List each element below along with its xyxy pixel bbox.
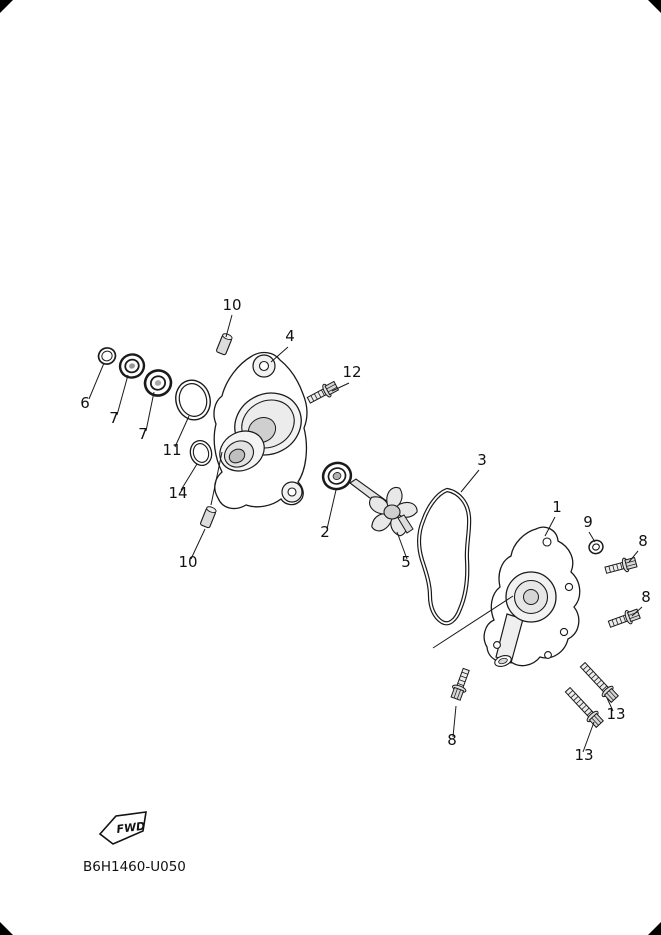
callout-10-bottom[interactable]: 10 <box>178 553 197 571</box>
o-ring-small <box>189 439 213 467</box>
bearing-upper <box>118 353 146 379</box>
fwd-marker: FWD <box>98 811 147 845</box>
callout-13-upper[interactable]: 13 <box>606 705 625 723</box>
cover-hole-right-upper <box>564 582 574 592</box>
callout-7-lower[interactable]: 7 <box>138 425 148 443</box>
cover-dome-hub <box>523 589 539 605</box>
callout-8-right-upper[interactable]: 8 <box>638 532 648 550</box>
callout-5[interactable]: 5 <box>401 553 411 571</box>
flange-bolt-8-bottom <box>448 666 474 702</box>
leader-line <box>452 705 457 738</box>
o-ring-large <box>175 379 211 421</box>
washer <box>588 539 604 555</box>
leader-line <box>331 382 350 392</box>
construction-line <box>432 595 514 649</box>
leader-line <box>460 469 480 493</box>
callout-9[interactable]: 9 <box>583 513 593 531</box>
housing-top-ear-hole <box>258 360 270 372</box>
leader-line <box>396 531 408 560</box>
leader-line <box>145 391 155 432</box>
leader-line <box>588 531 596 543</box>
fwd-label: FWD <box>116 820 146 836</box>
diagram-code: B6H1460-U050 <box>83 859 186 875</box>
cover-pipe-bore <box>498 657 508 665</box>
water-pump-housing <box>213 351 308 510</box>
long-bolt-13-upper <box>577 659 621 705</box>
callout-6[interactable]: 6 <box>80 394 90 412</box>
leader-line <box>210 451 223 506</box>
flange-bolt-12 <box>305 379 340 407</box>
fwd-arrow-flag <box>98 811 147 845</box>
pump-cover <box>483 526 581 667</box>
flange-bolt-8-right-upper <box>603 554 639 578</box>
callout-8-right-lower[interactable]: 8 <box>641 588 651 606</box>
leader-line <box>631 606 643 617</box>
cover-hole-right-lower <box>559 627 569 637</box>
leader-line <box>628 550 639 563</box>
dowel-pin-bottom <box>200 506 217 529</box>
flange-bolt-8-right-lower <box>606 606 642 632</box>
leader-line <box>270 346 289 363</box>
callout-14[interactable]: 14 <box>168 484 187 502</box>
leader-line <box>116 374 129 416</box>
leader-line <box>606 697 614 712</box>
callout-11[interactable]: 11 <box>162 441 181 459</box>
leader-line <box>174 415 190 448</box>
leader-lines <box>88 314 643 753</box>
leader-line <box>544 516 556 537</box>
leader-line <box>582 721 595 753</box>
leader-line <box>180 463 198 491</box>
cover-hole-bottom <box>544 651 552 659</box>
cover-hole-top <box>542 537 552 547</box>
callout-12[interactable]: 12 <box>342 363 361 381</box>
gasket <box>417 487 472 626</box>
impeller <box>349 478 418 537</box>
oil-seal <box>143 369 173 397</box>
callout-7-upper[interactable]: 7 <box>109 409 119 427</box>
leader-line <box>326 489 337 530</box>
callout-1[interactable]: 1 <box>552 498 562 516</box>
leader-line <box>190 528 206 560</box>
callout-8-bottom[interactable]: 8 <box>447 731 457 749</box>
impeller-shaft-bearing <box>321 461 353 491</box>
callout-10-top[interactable]: 10 <box>222 296 241 314</box>
callout-2[interactable]: 2 <box>320 523 330 541</box>
cover-hole-left <box>493 641 501 649</box>
callout-13-lower[interactable]: 13 <box>574 746 593 764</box>
callout-3[interactable]: 3 <box>477 451 487 469</box>
leader-line <box>225 314 233 338</box>
circlip <box>97 347 117 365</box>
leader-line <box>88 362 105 400</box>
housing-bottom-ear-hole <box>287 487 297 497</box>
housing-snout-bore <box>228 448 246 464</box>
callout-4[interactable]: 4 <box>285 327 295 345</box>
dowel-pin-top <box>216 333 233 356</box>
cover-outlet-pipe <box>495 613 524 664</box>
long-bolt-13-lower <box>562 684 606 730</box>
